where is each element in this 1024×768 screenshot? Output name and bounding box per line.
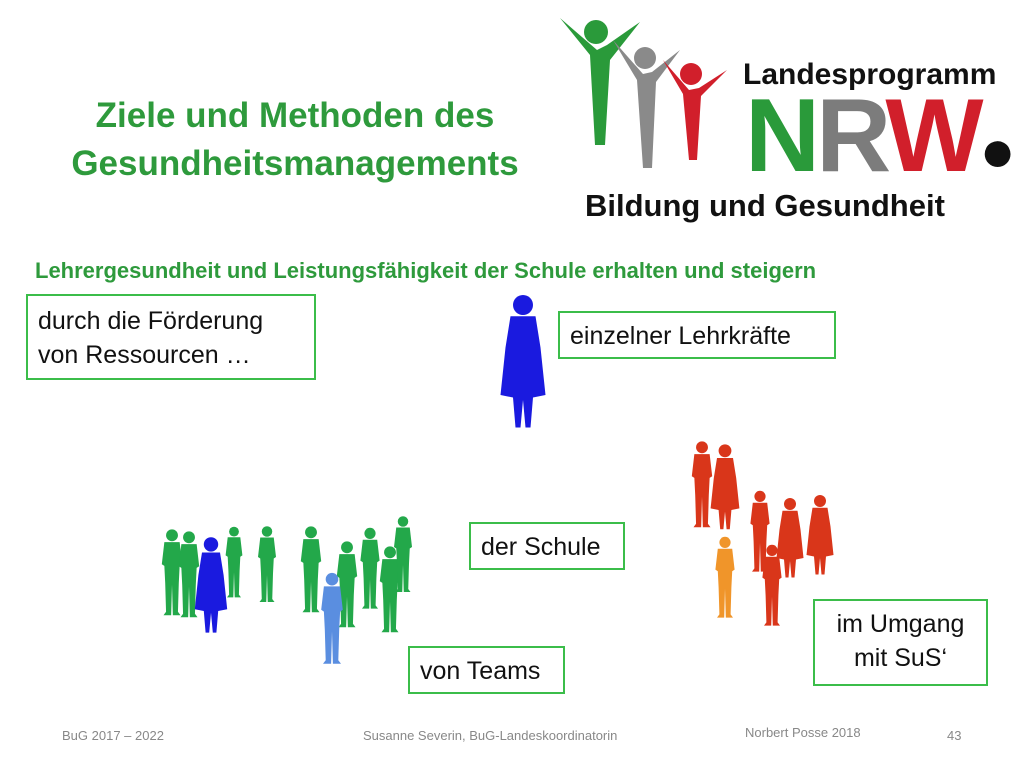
teams-box: von Teams: [408, 646, 565, 694]
slide-number: 43: [947, 728, 962, 743]
students-silhouettes-icon: [691, 441, 834, 626]
landesprogramm-logo: Landesprogramm NRW● Bildung und Gesundhe…: [555, 10, 1016, 232]
slide-title: Ziele und Methoden des Gesundheitsmanage…: [30, 92, 560, 188]
logo-nrw-text: NRW●: [745, 76, 1016, 211]
team-teacher-icon: [194, 537, 228, 633]
teacher-silhouette-icon: [500, 295, 546, 428]
footer-author: Norbert Posse 2018: [745, 725, 861, 740]
title-line-1: Ziele und Methoden des: [95, 96, 495, 135]
logo-tagline: Bildung und Gesundheit: [585, 188, 945, 223]
school-box: der Schule: [469, 522, 625, 570]
resources-line-2: von Ressourcen …: [38, 341, 251, 369]
student-orange-icon: [715, 536, 735, 618]
footer-presenter: Susanne Severin, BuG-Landeskoordinatorin: [363, 728, 618, 743]
students-line-1: im Umgang: [836, 610, 965, 638]
slide-subtitle: Lehrergesundheit und Leistungsfähigkeit …: [35, 258, 817, 283]
logo-r: R: [816, 78, 889, 194]
students-line-2: mit SuS‘: [853, 644, 948, 672]
students-box: im Umgang mit SuS‘: [813, 599, 988, 686]
logo-w: W: [885, 78, 983, 194]
logo-program-text: Landesprogramm: [743, 58, 997, 91]
logo-dot: ●: [979, 117, 1016, 184]
team-member-lightblue-icon: [321, 572, 343, 664]
title-line-2: Gesundheitsmanagements: [71, 144, 519, 183]
logo-n: N: [745, 78, 820, 194]
people-logo-icon: [560, 18, 727, 168]
resources-box: durch die Förderung von Ressourcen …: [26, 294, 316, 380]
teachers-box: einzelner Lehrkräfte: [558, 311, 836, 359]
footer-program-period: BuG 2017 – 2022: [62, 728, 164, 743]
resources-line-1: durch die Förderung: [38, 307, 264, 335]
